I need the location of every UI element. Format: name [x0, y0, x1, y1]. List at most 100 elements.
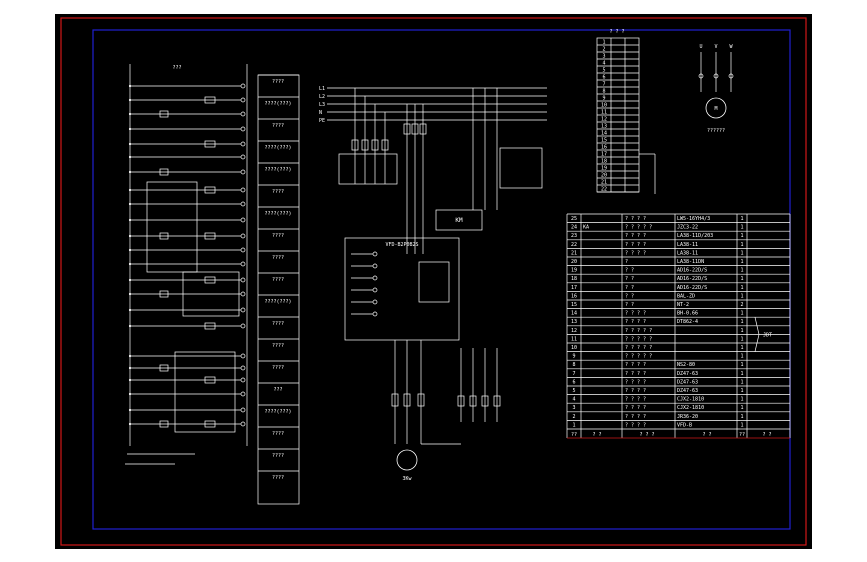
terminal-node: [372, 287, 378, 293]
bom-model: CJX2-1810: [677, 405, 704, 411]
bom-model: AD16-22D/S: [677, 268, 707, 274]
bom-footer-code: ? ?: [592, 432, 601, 438]
bom-no: 9: [572, 354, 575, 360]
terminal-number: 6: [602, 75, 605, 81]
bom-footer-qty: ??: [739, 432, 745, 438]
bom-no: 20: [571, 259, 577, 265]
drive-box: [344, 237, 460, 341]
bom-bracket: [754, 334, 760, 352]
bom-name: ? ? ? ?: [625, 371, 646, 377]
bom-name: ?: [625, 259, 628, 265]
junction-dot: [128, 112, 132, 116]
junction-dot: [128, 218, 132, 222]
bom-no: 4: [572, 397, 575, 403]
phase-label-N: N: [319, 110, 322, 116]
column-label: ????: [272, 189, 284, 195]
bom-model: JZC3-22: [677, 225, 698, 231]
bom-name: ? ? ? ? ?: [625, 328, 652, 334]
breaker: [381, 139, 389, 151]
column-label: ????: [272, 475, 284, 481]
junction-dot: [128, 142, 132, 146]
terminal-number: 13: [601, 124, 607, 130]
bom-no: 2: [572, 414, 575, 420]
motor-terminal-U: U: [699, 44, 702, 50]
terminal-node: [728, 73, 734, 79]
bom-no: 6: [572, 379, 575, 385]
column-label: ????(???): [264, 101, 291, 107]
terminal-node: [240, 277, 246, 283]
bom-qty: 1: [740, 250, 743, 256]
column-label: ????(???): [264, 299, 291, 305]
terminal-node: [240, 97, 246, 103]
bom-name: ? ?: [625, 293, 634, 299]
bom-name: ? ?: [625, 268, 634, 274]
terminal-node: [240, 187, 246, 193]
bom-model: LW5-16YH4/3: [677, 216, 710, 222]
bom-model: NT-2: [677, 302, 689, 308]
bom-no: 19: [571, 268, 577, 274]
aux-contacts: [499, 147, 543, 189]
bom-name: ? ? ? ?: [625, 379, 646, 385]
junction-dot: [128, 98, 132, 102]
bom-name: ? ?: [625, 302, 634, 308]
column-label: ????(???): [264, 211, 291, 217]
bom-name: ? ? ? ?: [625, 233, 646, 239]
bom-model: LA38-11: [677, 250, 698, 256]
bom-no: 17: [571, 285, 577, 291]
outer-border: [60, 17, 807, 546]
motor-symbol: [396, 449, 418, 471]
terminal-node: [240, 141, 246, 147]
terminal-number: 22: [601, 187, 607, 193]
junction-dot: [128, 248, 132, 252]
bom-model: LA38-11: [677, 242, 698, 248]
bom-model: DZ47-63: [677, 388, 698, 394]
terminal-node: [240, 261, 246, 267]
junction-dot: [128, 170, 132, 174]
terminal-number: 20: [601, 173, 607, 179]
bom-no: 15: [571, 302, 577, 308]
junction-dot: [128, 155, 132, 159]
terminal-node: [240, 126, 246, 132]
junction-dot: [128, 278, 132, 282]
bom-name: ? ? ? ? ?: [625, 354, 652, 360]
relay-coil: [204, 232, 216, 240]
terminal-number: 8: [602, 89, 605, 95]
bom-qty: 2: [740, 302, 743, 308]
control-title: ???: [172, 65, 181, 71]
overload: [403, 393, 411, 407]
bom-model: AD16-22D/S: [677, 285, 707, 291]
terminal-number: 3: [602, 54, 605, 60]
column-label: ???: [273, 387, 282, 393]
junction-dot: [128, 84, 132, 88]
relay-coil: [204, 276, 216, 284]
bom-qty: 1: [740, 311, 743, 317]
bom-qty: 1: [740, 371, 743, 377]
bom-no: 13: [571, 319, 577, 325]
bom-name: ? ? ? ?: [625, 422, 646, 428]
bom-qty: 1: [740, 345, 743, 351]
relay-coil: [204, 376, 216, 384]
bom-no: 11: [571, 336, 577, 342]
bom-model: AD16-22D/S: [677, 276, 707, 282]
breaker: [361, 139, 369, 151]
terminal-node: [240, 421, 246, 427]
terminal-node: [713, 73, 719, 79]
bom-no: 3: [572, 405, 575, 411]
bom-qty: 1: [740, 362, 743, 368]
terminal-number: 16: [601, 145, 607, 151]
relay-coil: [204, 96, 216, 104]
bom-qty: 1: [740, 379, 743, 385]
phase-label-PE: PE: [319, 118, 325, 124]
junction-dot: [128, 354, 132, 358]
column-label: ????(???): [264, 145, 291, 151]
bom-qty: 1: [740, 354, 743, 360]
bom-qty: 1: [740, 388, 743, 394]
terminal-number: 18: [601, 159, 607, 165]
terminal-node: [240, 365, 246, 371]
junction-dot: [128, 292, 132, 296]
column-label: ????: [272, 123, 284, 129]
column-label: ????: [272, 277, 284, 283]
relay-coil: [204, 140, 216, 148]
bom-footer-no: ??: [571, 432, 577, 438]
bom-model: JR36-20: [677, 414, 698, 420]
